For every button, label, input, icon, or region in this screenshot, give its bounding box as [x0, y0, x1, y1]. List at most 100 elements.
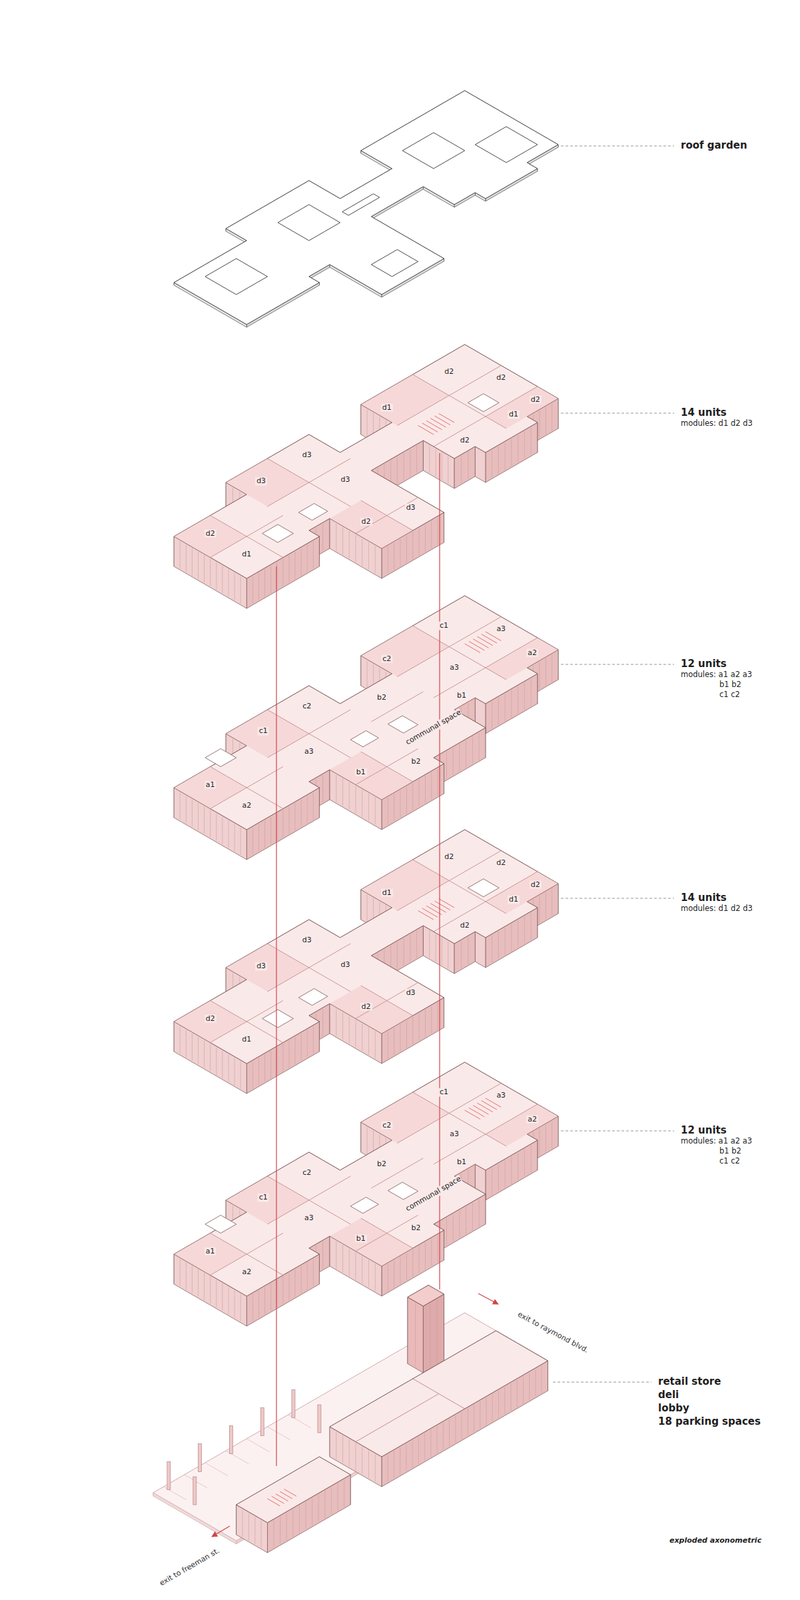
mullion: [258, 572, 260, 601]
mullion: [282, 809, 284, 838]
mullion: [447, 456, 449, 484]
room-tag: a2: [526, 1114, 539, 1124]
mullion: [412, 1248, 413, 1277]
mullion: [406, 1252, 407, 1280]
mullion: [264, 1053, 266, 1082]
partition-wall: [355, 1393, 439, 1442]
mullion: [516, 1379, 518, 1407]
mullion: [203, 554, 205, 583]
mullion: [541, 1364, 543, 1393]
floor-d-modules: [173, 344, 559, 609]
mullion: [264, 819, 266, 848]
mullion: [313, 1025, 314, 1054]
floor-plate: [173, 344, 559, 579]
room-shade: [361, 374, 450, 426]
room-shade: [485, 1103, 559, 1146]
mullion: [313, 540, 314, 569]
mullion: [498, 1390, 499, 1418]
mullion: [282, 558, 284, 587]
mullion: [424, 1432, 425, 1461]
mullion: [367, 893, 368, 922]
program-label: deli: [658, 1388, 679, 1401]
mullion: [504, 1159, 506, 1188]
mullion: [197, 551, 199, 579]
mullion: [258, 1057, 260, 1086]
mullion: [397, 941, 398, 970]
mullion: [412, 1439, 413, 1467]
mullion: [510, 1156, 512, 1184]
mullion: [375, 1262, 376, 1291]
room-tag: b1: [455, 1157, 468, 1167]
mullion: [322, 1240, 324, 1269]
roof-garden-plate: [173, 90, 559, 328]
mullion: [517, 686, 519, 714]
mullion: [437, 1234, 439, 1262]
room-tag: d2: [494, 373, 507, 382]
mullion: [368, 1450, 370, 1478]
exit-label: exit to freeman st.: [158, 1546, 222, 1588]
column: [198, 1443, 202, 1472]
mullion: [436, 1425, 438, 1453]
mullion: [252, 576, 254, 604]
mullion: [228, 819, 230, 848]
wall-faces: [173, 90, 559, 328]
partition-wall: [267, 1175, 351, 1224]
mullion: [412, 1016, 413, 1044]
room-tag: d2: [494, 857, 507, 867]
room-tag: a2: [526, 648, 539, 657]
module-list: c1 c2: [719, 1156, 741, 1166]
mullion: [467, 451, 469, 479]
mullion: [252, 1061, 254, 1089]
light-well: [262, 1009, 294, 1028]
stair-tread: [485, 631, 501, 641]
mullion: [209, 558, 211, 587]
mullion: [406, 786, 407, 814]
column: [260, 1407, 264, 1436]
room-shade: [485, 637, 559, 680]
mullion: [428, 929, 430, 958]
wall-faces: [173, 829, 559, 1094]
room-tag: a3: [303, 1213, 316, 1223]
stair-tread: [472, 1105, 489, 1115]
roof-opening: [402, 132, 465, 169]
mullion: [331, 1486, 332, 1515]
mullion: [460, 455, 462, 483]
mullion: [203, 1272, 205, 1300]
room-tag: d2: [360, 516, 373, 526]
mullion: [335, 1431, 337, 1459]
mullion: [400, 790, 401, 818]
room-tag: c2: [381, 654, 393, 663]
mullion: [524, 1148, 525, 1176]
mullion: [355, 1019, 357, 1048]
mullion: [448, 1418, 450, 1446]
stair-tread: [430, 418, 446, 428]
mullion: [203, 1039, 205, 1068]
mullion: [446, 1217, 447, 1245]
mullion: [240, 1061, 242, 1089]
mullion: [295, 802, 296, 830]
room-shade: [173, 1000, 247, 1043]
ground-slab: [153, 1312, 548, 1541]
room-tag: b1: [355, 767, 368, 777]
mullion: [430, 1005, 432, 1034]
mullion: [221, 1282, 223, 1311]
mullion: [405, 1443, 407, 1471]
mullion: [301, 1033, 302, 1061]
mullion: [209, 1043, 211, 1072]
vertical-core: [407, 1284, 445, 1307]
mullion: [538, 895, 540, 923]
mullion: [318, 1494, 320, 1522]
mullion: [530, 912, 532, 940]
roof-opening: [277, 204, 341, 241]
mullion: [393, 1450, 395, 1478]
mullion: [322, 1008, 324, 1036]
stair-tread: [464, 643, 481, 653]
room-tag: b2: [409, 1223, 422, 1233]
mullion: [367, 1126, 368, 1154]
mullion: [517, 434, 519, 463]
mullion: [355, 1252, 357, 1280]
floor-plate: [173, 90, 559, 325]
mullion: [452, 1213, 454, 1241]
ground-floor: [153, 1284, 548, 1553]
stair-tread: [430, 903, 446, 913]
